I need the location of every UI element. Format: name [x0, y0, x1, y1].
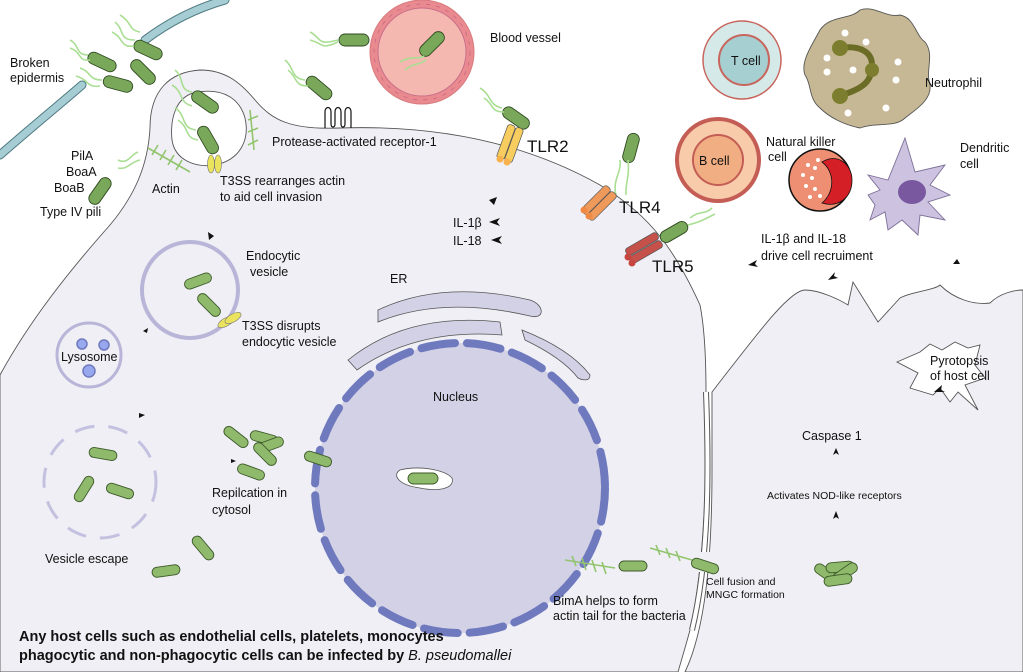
footer-species: B. pseudomallei	[408, 648, 512, 664]
label-t3ss-invasion-2: to aid cell invasion	[220, 190, 322, 204]
footer-line-1: Any host cells such as endothelial cells…	[19, 629, 444, 645]
label-cell-fusion-1: Cell fusion and	[706, 576, 776, 588]
label-t3ss-invasion-1: T3SS rearranges actin	[220, 174, 345, 188]
t-cell	[702, 20, 782, 100]
footer-line-2-text: phagocytic and non-phagocytic cells can …	[19, 648, 408, 664]
pyroptosis-burst	[895, 341, 986, 411]
tlr4-receptor	[580, 185, 617, 221]
label-nk-1: Natural killer	[766, 135, 835, 149]
broken-epidermis	[0, 0, 230, 160]
t3ss-vesicle	[217, 312, 242, 328]
label-dendritic-2: cell	[960, 157, 979, 171]
footer-line-2: phagocytic and non-phagocytic cells can …	[19, 648, 512, 664]
label-t3ss-disrupt-1: T3SS disrupts	[242, 319, 321, 333]
label-il1b: IL-1β	[453, 216, 482, 230]
label-blood-vessel: Blood vessel	[490, 31, 561, 45]
arrowheads	[139, 197, 960, 519]
tlr2-receptor	[496, 124, 524, 166]
neutrophil	[803, 8, 931, 129]
natural-killer-cell	[788, 148, 853, 212]
label-vesicle: vesicle	[250, 265, 288, 279]
par1-receptor	[324, 106, 352, 128]
label-pila: PilA	[71, 149, 94, 163]
label-cell-fusion-2: MNGC formation	[706, 589, 785, 601]
label-vesicle-escape: Vesicle escape	[45, 552, 128, 566]
label-nod: Activates NOD-like receptors	[767, 490, 902, 502]
label-tlr2: TLR2	[527, 137, 569, 156]
label-t-cell: T cell	[731, 54, 761, 68]
label-nk-2: cell	[768, 150, 787, 164]
label-caspase: Caspase 1	[802, 429, 862, 443]
label-nucleus: Nucleus	[433, 390, 478, 404]
label-boaa: BoaA	[66, 165, 97, 179]
label-pyroptosis-1: Pyrotopsis	[930, 354, 988, 368]
endoplasmic-reticulum	[347, 291, 591, 381]
label-bima-1: BimA helps to form	[553, 594, 658, 608]
label-actin: Actin	[152, 182, 180, 196]
label-type-iv-pili: Type IV pili	[40, 205, 101, 219]
label-pyroptosis-2: of host cell	[930, 369, 990, 383]
bacteria	[73, 31, 858, 587]
b-cell	[675, 117, 761, 203]
actin	[147, 109, 693, 575]
label-t3ss-disrupt-2: endocytic vesicle	[242, 335, 337, 349]
label-par1: Protease-activated receptor-1	[272, 135, 437, 149]
label-replication-1: Repilcation in	[212, 486, 287, 500]
neighbor-cell	[684, 280, 1023, 672]
label-il18: IL-18	[453, 234, 482, 248]
dendritic-cell	[866, 136, 952, 236]
t3ss-invasion	[207, 154, 222, 174]
label-bima-2: actin tail for the bacteria	[553, 609, 686, 623]
endocytic-vesicle	[140, 240, 240, 340]
label-replication-2: cytosol	[212, 503, 251, 517]
label-recruitment-1: IL-1β and IL-18	[761, 232, 846, 246]
label-boab: BoaB	[54, 181, 85, 195]
label-tlr4: TLR4	[619, 198, 661, 217]
nucleus	[311, 339, 609, 637]
label-tlr5: TLR5	[652, 257, 694, 276]
label-er: ER	[390, 272, 407, 286]
pili	[69, 14, 716, 226]
label-lysosome: Lysosome	[61, 350, 118, 364]
lysosome	[55, 321, 123, 389]
label-neutrophil: Neutrophil	[925, 76, 982, 90]
label-broken: Broken	[10, 56, 50, 70]
label-epidermis: epidermis	[10, 71, 64, 85]
label-b-cell: B cell	[699, 154, 730, 168]
label-endocytic: Endocytic	[246, 249, 300, 263]
label-recruitment-2: drive cell recruiment	[761, 249, 873, 263]
escaped-vesicle	[42, 424, 158, 540]
label-dendritic-1: Dendritic	[960, 141, 1009, 155]
tlr5-receptor	[624, 232, 663, 267]
